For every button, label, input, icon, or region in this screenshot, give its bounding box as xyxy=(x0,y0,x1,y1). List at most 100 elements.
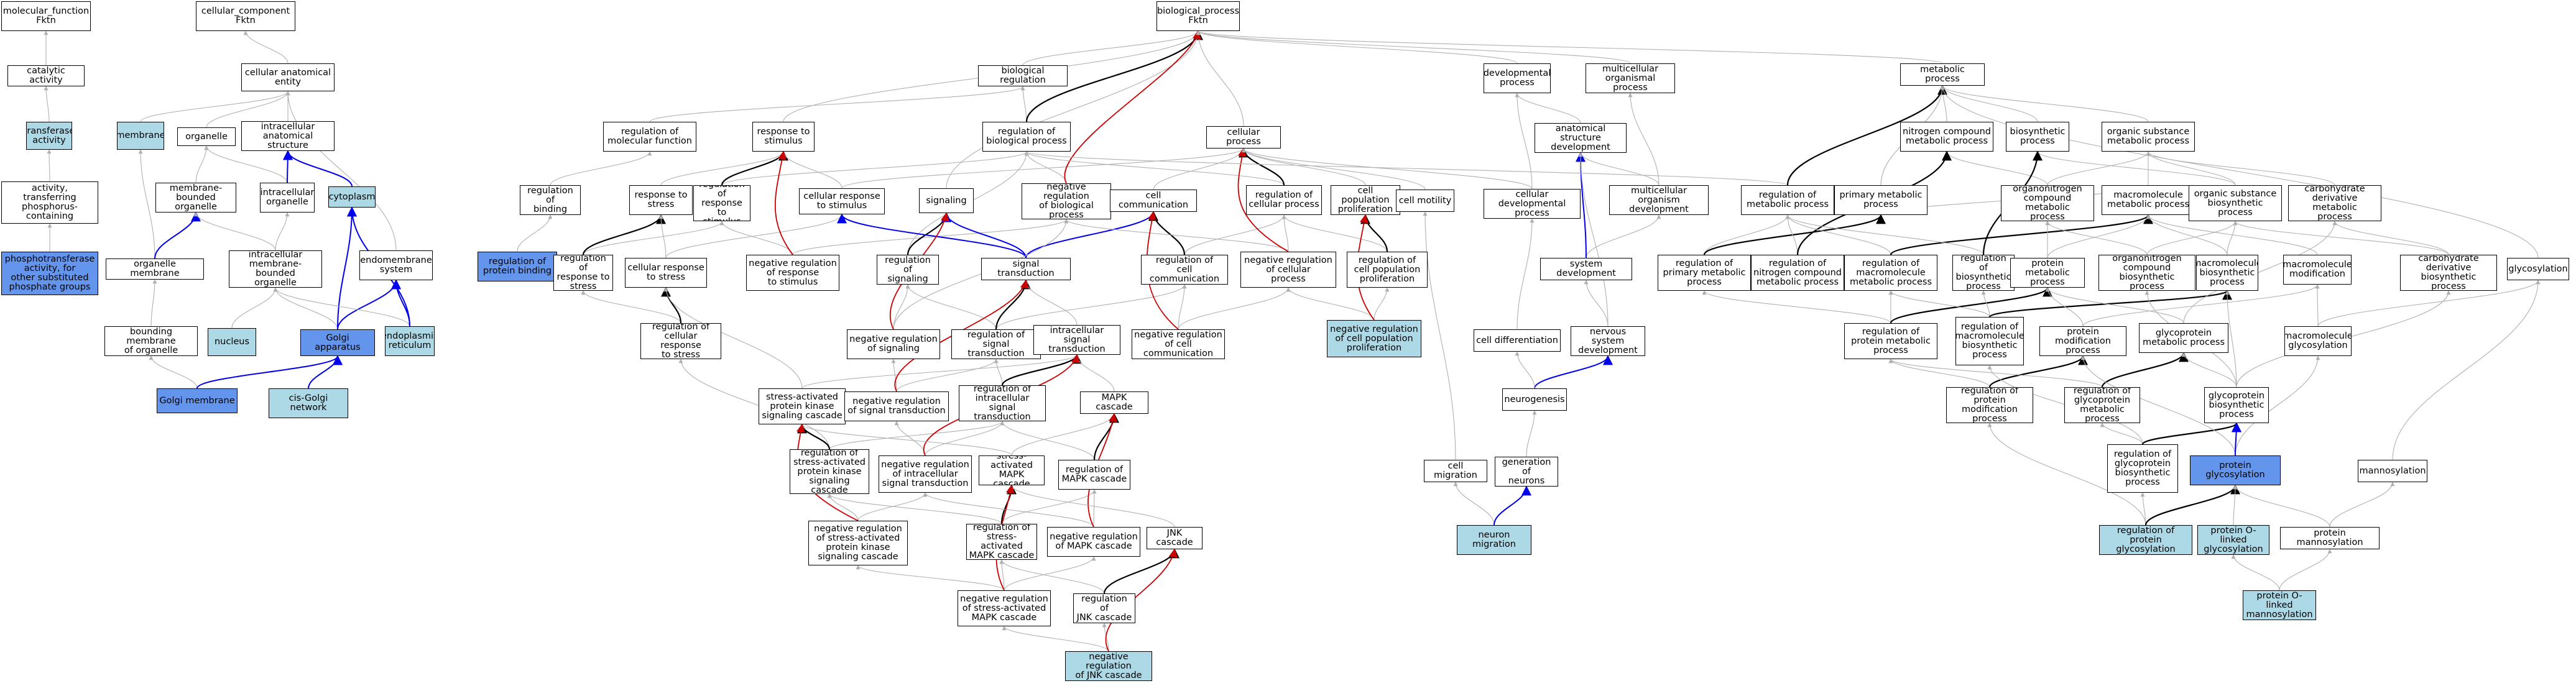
node-mannosylation[interactable]: mannosylation xyxy=(2358,460,2427,482)
node-stress-activated-protein-kinase-cascade[interactable]: stress-activated protein kinase signalin… xyxy=(759,388,846,424)
node-cytoplasm[interactable]: cytoplasm xyxy=(328,186,376,208)
node-regulation-jnk-cascade[interactable]: regulation of JNK cascade xyxy=(1073,593,1135,623)
node-regulation-molecular-function[interactable]: regulation of molecular function xyxy=(603,122,696,152)
node-regulation-intracellular-signal-transduction[interactable]: regulation of intracellular signal trans… xyxy=(959,385,1046,421)
node-negative-regulation-biological-process[interactable]: negative regulation of biological proces… xyxy=(1022,183,1111,219)
node-carbohydrate-derivative-metabolic-process[interactable]: carbohydrate derivative metabolic proces… xyxy=(2288,185,2381,221)
node-regulation-protein-binding[interactable]: regulation of protein binding xyxy=(478,252,557,281)
node-organelle[interactable]: organelle xyxy=(177,127,236,146)
node-regulation-mapk-cascade[interactable]: regulation of MAPK cascade xyxy=(1058,460,1130,490)
node-cellular-response-to-stress[interactable]: cellular response to stress xyxy=(625,258,707,288)
node-molecular-function[interactable]: molecular_function Fktn xyxy=(1,1,91,31)
node-protein-modification-process[interactable]: protein modification process xyxy=(2039,326,2126,356)
node-macromolecule-modification[interactable]: macromolecule modification xyxy=(2283,255,2352,285)
node-nitrogen-compound-metabolic-process[interactable]: nitrogen compound metabolic process xyxy=(1900,122,1993,152)
node-negative-regulation-cell-population-proliferation[interactable]: negative regulation of cell population p… xyxy=(1327,320,1421,357)
node-negative-regulation-response-to-stimulus[interactable]: negative regulation of response to stimu… xyxy=(746,255,839,291)
node-intracellular-signal-transduction[interactable]: intracellular signal transduction xyxy=(1033,325,1120,355)
node-protein-glycosylation[interactable]: protein glycosylation xyxy=(2190,455,2281,485)
node-protein-o-linked-glycosylation[interactable]: protein O-linked glycosylation xyxy=(2197,525,2269,555)
node-cellular-developmental-process[interactable]: cellular developmental process xyxy=(1484,189,1581,219)
node-jnk-cascade[interactable]: JNK cascade xyxy=(1147,527,1203,549)
node-transferase-activity[interactable]: transferase activity xyxy=(26,122,72,150)
node-cis-golgi-network[interactable]: cis-Golgi network xyxy=(269,388,348,418)
node-negative-regulation-sapk-cascade[interactable]: negative regulation of stress-activated … xyxy=(808,521,908,565)
node-negative-regulation-signal-transduction[interactable]: negative regulation of signal transducti… xyxy=(844,391,949,421)
node-biosynthetic-process[interactable]: biosynthetic process xyxy=(2006,122,2069,152)
node-nervous-system-development[interactable]: nervous system development xyxy=(1571,326,1645,356)
node-cellular-response-to-stimulus[interactable]: cellular response to stimulus xyxy=(799,188,885,214)
node-regulation-macromolecule-metabolic-process[interactable]: regulation of macromolecule metabolic pr… xyxy=(1844,255,1937,291)
node-regulation-binding[interactable]: regulation of binding xyxy=(520,185,581,215)
node-glycoprotein-metabolic-process[interactable]: glycoprotein metabolic process xyxy=(2139,323,2228,353)
node-endoplasmic-reticulum[interactable]: endoplasmic reticulum xyxy=(385,326,435,356)
node-regulation-response-to-stress[interactable]: regulation of response to stress xyxy=(553,255,613,291)
node-cell-communication[interactable]: cell communication xyxy=(1110,190,1197,212)
node-negative-regulation-jnk-cascade[interactable]: negative regulation of JNK cascade xyxy=(1065,651,1152,681)
node-nucleus[interactable]: nucleus xyxy=(208,328,256,356)
node-anatomical-structure-development[interactable]: anatomical structure development xyxy=(1535,123,1627,153)
node-protein-mannosylation[interactable]: protein mannosylation xyxy=(2280,527,2380,549)
node-regulation-protein-modification-process[interactable]: regulation of protein modification proce… xyxy=(1946,387,2033,423)
node-biological-process[interactable]: biological_process Fktn xyxy=(1156,1,1240,31)
node-cellular-process[interactable]: cellular process xyxy=(1206,126,1281,149)
node-cell-differentiation[interactable]: cell differentiation xyxy=(1474,329,1561,352)
node-intracellular-organelle[interactable]: intracellular organelle xyxy=(260,183,315,213)
node-neuron-migration[interactable]: neuron migration xyxy=(1457,525,1531,555)
node-macromolecule-glycosylation[interactable]: macromolecule glycosylation xyxy=(2284,326,2352,356)
node-glycoprotein-biosynthetic-process[interactable]: glycoprotein biosynthetic process xyxy=(2204,387,2269,423)
node-organic-substance-metabolic-process[interactable]: organic substance metabolic process xyxy=(2102,122,2195,152)
node-protein-metabolic-process[interactable]: protein metabolic process xyxy=(2010,258,2085,288)
node-developmental-process[interactable]: developmental process xyxy=(1484,63,1551,93)
node-negative-regulation-mapk-cascade[interactable]: negative regulation of MAPK cascade xyxy=(1047,527,1140,557)
node-stress-activated-mapk-cascade[interactable]: stress-activated MAPK cascade xyxy=(979,455,1045,485)
node-catalytic-activity[interactable]: catalytic activity xyxy=(7,65,85,86)
node-neurogenesis[interactable]: neurogenesis xyxy=(1502,388,1567,411)
node-organic-substance-biosynthetic-process[interactable]: organic substance biosynthetic process xyxy=(2189,185,2282,221)
node-regulation-macromolecule-biosynthetic-process[interactable]: regulation of macromolecule biosynthetic… xyxy=(1955,317,2024,365)
node-regulation-cellular-process[interactable]: regulation of cellular process xyxy=(1246,185,1322,215)
node-response-to-stimulus[interactable]: response to stimulus xyxy=(752,122,815,152)
node-system-development[interactable]: system development xyxy=(1540,258,1632,280)
node-golgi-apparatus[interactable]: Golgi apparatus xyxy=(300,329,375,356)
node-regulation-cell-population-proliferation[interactable]: regulation of cell population proliferat… xyxy=(1347,252,1428,288)
node-membrane-bounded-organelle[interactable]: membrane-bounded organelle xyxy=(155,183,236,213)
node-regulation-cellular-response-to-stress[interactable]: regulation of cellular response to stres… xyxy=(640,323,721,359)
node-endomembrane-system[interactable]: endomembrane system xyxy=(359,250,433,280)
node-negative-regulation-stress-activated-mapk-cascade[interactable]: negative regulation of stress-activated … xyxy=(958,590,1051,626)
node-protein-o-linked-mannosylation[interactable]: protein O-linked mannosylation xyxy=(2243,590,2316,620)
node-phosphotransferase[interactable]: phosphotransferase activity, for other s… xyxy=(1,252,98,295)
node-regulation-primary-metabolic-process[interactable]: regulation of primary metabolic process xyxy=(1658,255,1751,291)
node-regulation-cell-communication[interactable]: regulation of cell communication xyxy=(1141,255,1228,285)
node-regulation-stress-activated-mapk-cascade[interactable]: regulation of stress-activated MAPK casc… xyxy=(966,524,1037,560)
node-signal-transduction[interactable]: signal transduction xyxy=(981,258,1071,280)
node-golgi-membrane[interactable]: Golgi membrane xyxy=(157,388,238,413)
node-response-to-stress[interactable]: response to stress xyxy=(629,185,693,215)
node-regulation-response-to-stimulus[interactable]: regulation of response to stimulus xyxy=(693,185,750,221)
node-negative-regulation-cell-communication[interactable]: negative regulation of cell communicatio… xyxy=(1132,329,1225,359)
node-organonitrogen-compound-metabolic-process[interactable]: organonitrogen compound metabolic proces… xyxy=(2001,185,2094,221)
node-carbohydrate-derivative-biosynthetic-process[interactable]: carbohydrate derivative biosynthetic pro… xyxy=(2400,255,2497,291)
node-primary-metabolic-process[interactable]: primary metabolic process xyxy=(1834,185,1927,215)
node-organonitrogen-compound-biosynthetic-process[interactable]: organonitrogen compound biosynthetic pro… xyxy=(2098,255,2195,291)
node-signaling[interactable]: signaling xyxy=(919,188,974,213)
node-negative-regulation-signaling[interactable]: negative regulation of signaling xyxy=(847,329,940,359)
node-multicellular-organismal-process[interactable]: multicellular organismal process xyxy=(1586,63,1675,93)
node-cell-migration[interactable]: cell migration xyxy=(1424,460,1487,482)
node-regulation-nitrogen-compound-metabolic-process[interactable]: regulation of nitrogen compound metaboli… xyxy=(1751,255,1844,291)
node-macromolecule-biosynthetic-process[interactable]: macromolecule biosynthetic process xyxy=(2196,255,2258,291)
node-mapk-cascade[interactable]: MAPK cascade xyxy=(1080,391,1148,414)
node-membrane[interactable]: membrane xyxy=(117,122,164,150)
node-negative-regulation-cellular-process[interactable]: negative regulation of cellular process xyxy=(1240,252,1336,288)
node-regulation-biological-process[interactable]: regulation of biological process xyxy=(982,122,1071,152)
node-cellular-component[interactable]: cellular_component Fktn xyxy=(196,1,295,31)
node-organelle-membrane[interactable]: organelle membrane xyxy=(106,258,204,280)
node-regulation-metabolic-process[interactable]: regulation of metabolic process xyxy=(1741,185,1834,215)
node-intracellular-anatomical-structure[interactable]: intracellular anatomical structure xyxy=(241,121,335,151)
node-macromolecule-metabolic-process[interactable]: macromolecule metabolic process xyxy=(2102,185,2195,215)
node-biological-regulation[interactable]: biological regulation xyxy=(978,65,1068,86)
node-regulation-protein-metabolic-process[interactable]: regulation of protein metabolic process xyxy=(1844,323,1937,359)
node-transferase-phosphorus[interactable]: transferase activity, transferring phosp… xyxy=(1,181,98,224)
node-generation-of-neurons[interactable]: generation of neurons xyxy=(1495,457,1558,487)
node-cell-population-proliferation[interactable]: cell population proliferation xyxy=(1331,185,1400,215)
